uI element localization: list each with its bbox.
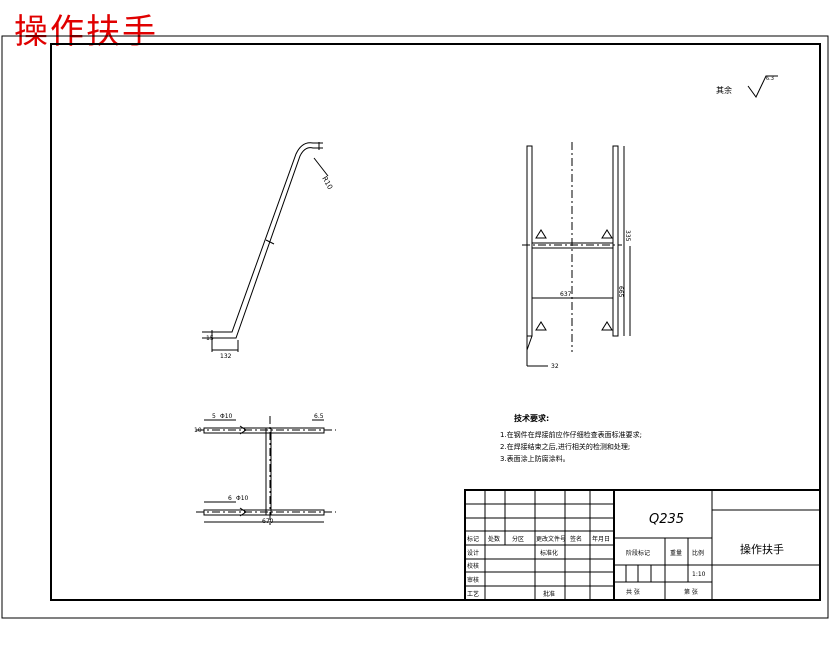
scale-label: 比例 [692,549,704,557]
side-view [202,142,329,352]
weight-label: 重量 [670,549,682,557]
header-biaoji: 标记 [467,535,479,543]
technical-notes: 技术要求: 1.在钢件在焊接前应作仔细检查表面标准要求; 2.在焊接结束之后,进… [500,413,642,463]
part-name-label: 操作扶手 [740,542,784,556]
approve-label: 批准 [543,590,555,598]
top-bottom-b-label: Φ10 [236,495,249,502]
top-a-label: 10 [194,427,202,434]
front-view [522,142,631,367]
header-fenqu: 分区 [512,535,524,543]
front-h2-label: 665 [617,286,624,298]
std-label: 标准化 [540,549,558,557]
outer-border [1,35,829,619]
side-length-label: 132 [220,353,232,360]
svg-text:2.在焊接结束之后,进行相关的检测和处理;: 2.在焊接结束之后,进行相关的检测和处理; [500,442,630,451]
sheet-label: 第 张 [684,588,698,596]
material-label: Q235 [649,512,684,527]
title-block [464,489,821,601]
svg-text:6.3: 6.3 [766,76,774,82]
top-length-label: 670 [262,518,274,525]
row-gongyi: 工艺 [467,590,479,598]
svg-text:3.表面涂上防腐涂料。: 3.表面涂上防腐涂料。 [500,454,570,463]
top-c-label: 5 [212,413,216,420]
top-b-label: Φ10 [220,413,233,420]
row-sheji: 设计 [467,549,479,557]
svg-text:技术要求:: 技术要求: [514,413,549,423]
page-title: 操作扶手 [14,12,158,52]
header-qianming: 签名 [570,535,582,543]
front-width-label: 637 [560,291,572,298]
header-chushu: 处数 [488,535,500,543]
surface-finish-symbol: 其余 6.3 [716,75,778,98]
side-height-label: 15 [206,335,214,342]
front-bottom-label: 32 [551,363,559,370]
front-h1-label: 335 [624,230,631,242]
svg-text:其余: 其余 [716,85,732,95]
row-shenhe: 审核 [467,576,479,584]
svg-text:1.在钢件在焊接前应作仔细检查表面标准要求;: 1.在钢件在焊接前应作仔细检查表面标准要求; [500,430,642,439]
top-bottom-a-label: 6 [228,495,232,502]
top-view [196,416,336,528]
side-radius-label: R10 [320,175,334,191]
top-d-label: 6.5 [314,413,324,420]
header-nianyueri: 年月日 [592,535,610,543]
row-jiaohe: 校核 [467,562,479,570]
scale-value: 1:10 [692,571,706,578]
stage-label: 阶段标记 [626,549,650,557]
inner-border [50,43,821,601]
sheets-label: 共 张 [626,588,640,596]
header-genggai: 更改文件号 [536,535,566,543]
